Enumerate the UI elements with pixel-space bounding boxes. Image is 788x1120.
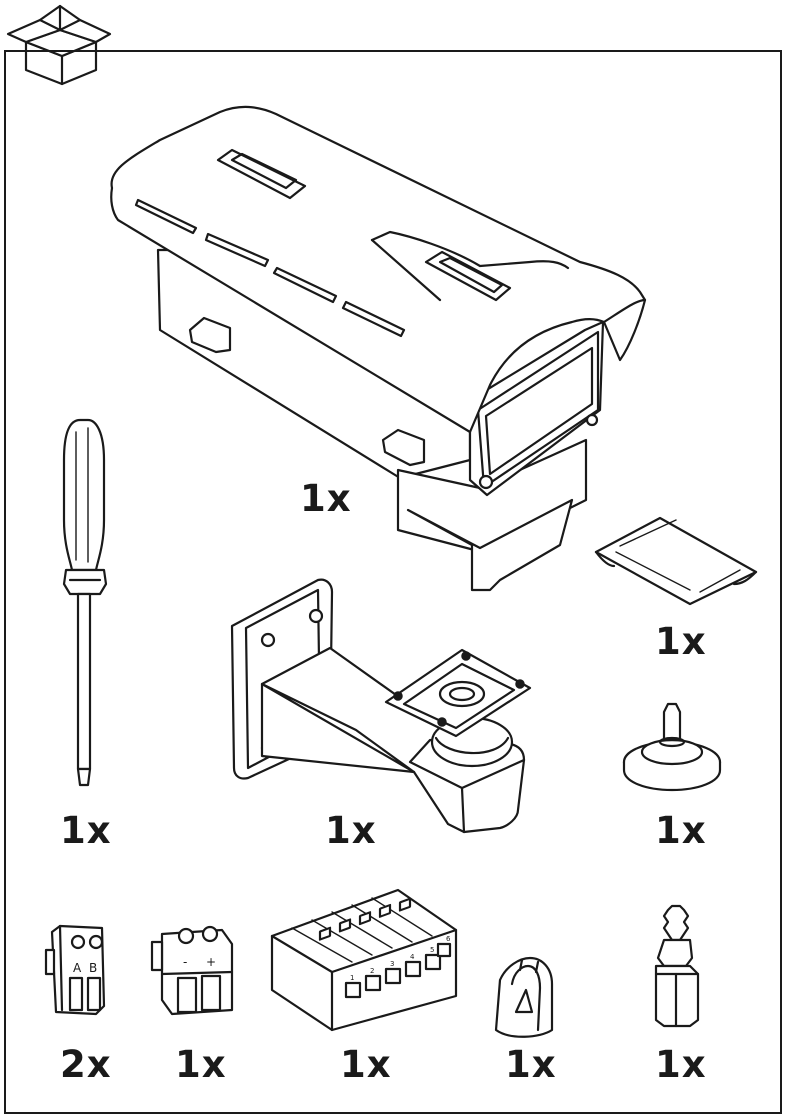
rs485-connector-quantity: 2x	[60, 1043, 112, 1086]
camera-housing-quantity: 1x	[300, 477, 352, 520]
package-contents-frame	[4, 50, 782, 1114]
wall-mount-quantity: 1x	[325, 809, 377, 852]
cable-gasket-quantity: 1x	[655, 809, 707, 852]
desiccant-bag-quantity: 1x	[655, 620, 707, 663]
power-connector-quantity: 1x	[175, 1043, 227, 1086]
box-icon	[6, 4, 112, 86]
io-connector-quantity: 1x	[340, 1043, 392, 1086]
torx-bit-quantity: 1x	[655, 1043, 707, 1086]
cable-clip-quantity: 1x	[505, 1043, 557, 1086]
screwdriver-quantity: 1x	[60, 809, 112, 852]
